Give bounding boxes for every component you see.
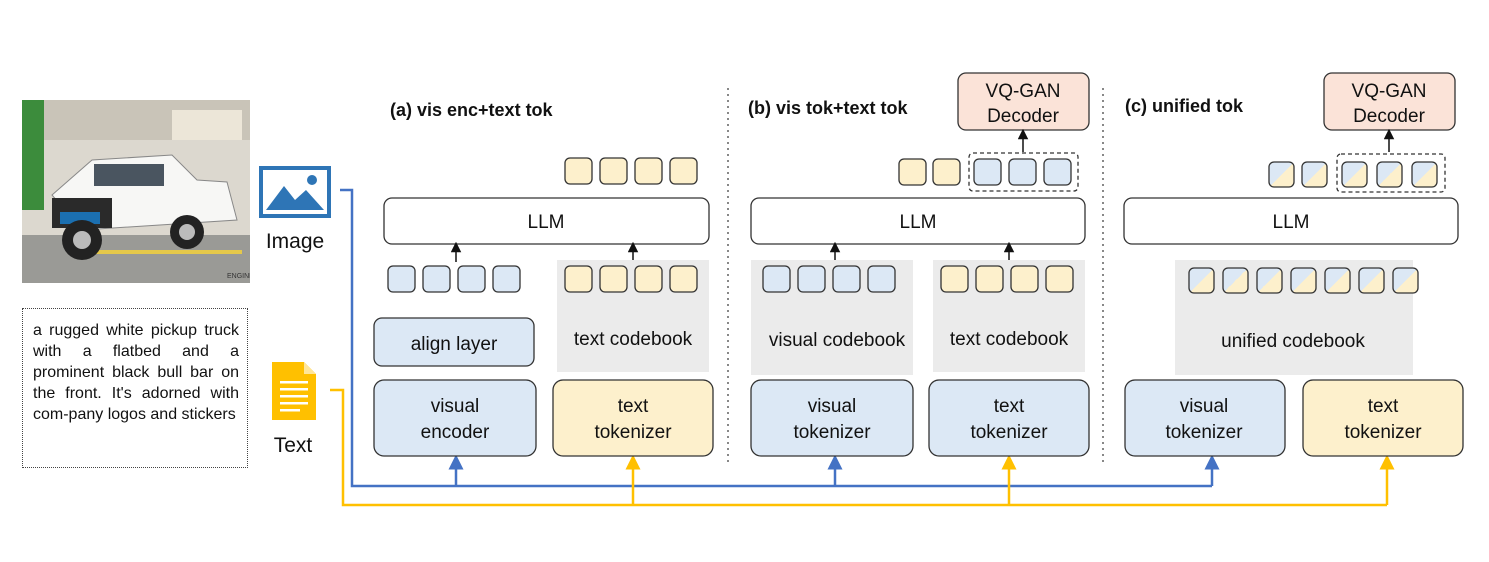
visual-tokenizer-label-b-line1: visual — [808, 396, 857, 417]
unified-token — [1358, 267, 1385, 294]
llm-box-c — [1123, 197, 1459, 245]
visual-token — [1008, 158, 1037, 186]
visual-token — [422, 265, 451, 293]
panel-c-title: (c) unified tok — [1125, 96, 1244, 116]
svg-text:ENGINE: ENGINE — [227, 273, 250, 280]
text-tokenizer-box-c — [1302, 379, 1464, 457]
image-input-line — [340, 188, 1212, 488]
visual-token — [797, 265, 826, 293]
visual-tokenizer-box-b — [750, 379, 914, 457]
unified-token — [1341, 161, 1368, 188]
panel-a: (a) vis enc+text tok LLM text codebook a… — [373, 100, 714, 457]
unified-token — [1256, 267, 1283, 294]
visual-tokens-a — [387, 265, 521, 293]
text-tokenizer-box-a — [552, 379, 714, 457]
llm-box-a — [383, 197, 710, 245]
visual-token — [762, 265, 791, 293]
unified-token — [1324, 267, 1351, 294]
visual-token — [832, 265, 861, 293]
visual-token — [387, 265, 416, 293]
visual-tokenizer-label-b-line2: tokenizer — [793, 422, 871, 443]
vqgan-decoder-label-b-line1: VQ-GAN — [986, 81, 1061, 102]
text-tokenizer-label-b-line2: tokenizer — [970, 422, 1048, 443]
text-token — [932, 158, 961, 186]
text-token — [898, 158, 927, 186]
text-token — [1010, 265, 1039, 293]
text-token — [940, 265, 969, 293]
align-layer-label: align layer — [411, 334, 498, 355]
visual-encoder-label-line2: encoder — [421, 422, 490, 443]
vqgan-decoder-label-b-line2: Decoder — [987, 106, 1059, 127]
text-input-line — [330, 388, 1387, 507]
text-token — [634, 157, 663, 185]
unified-tokens-c — [1188, 267, 1419, 294]
text-token — [599, 265, 628, 293]
text-token — [634, 265, 663, 293]
text-tokenizer-box-b — [928, 379, 1090, 457]
text-token — [669, 265, 698, 293]
text-tokenizer-label-c-line1: text — [1368, 396, 1399, 417]
visual-token — [1043, 158, 1072, 186]
text-token — [564, 157, 593, 185]
text-tokens-b — [940, 265, 1074, 293]
text-token — [1045, 265, 1074, 293]
vqgan-decoder-label-c-line2: Decoder — [1353, 106, 1425, 127]
text-codebook-label-b: text codebook — [950, 329, 1069, 350]
caption-text-box: a rugged white pickup truck with a flatb… — [22, 308, 248, 468]
visual-token — [457, 265, 486, 293]
visual-tokenizer-label-c-line1: visual — [1180, 396, 1229, 417]
text-token — [669, 157, 698, 185]
text-tokenizer-label-a-line1: text — [618, 396, 649, 417]
visual-token — [973, 158, 1002, 186]
vqgan-decoder-label-c-line1: VQ-GAN — [1352, 81, 1427, 102]
image-file-icon — [259, 166, 331, 218]
text-tokenizer-label-a-line2: tokenizer — [594, 422, 672, 443]
text-token — [564, 265, 593, 293]
visual-tokens-b — [762, 265, 896, 293]
text-tokenizer-label-b-line1: text — [994, 396, 1025, 417]
decoded-visual-group-b — [968, 152, 1079, 192]
unified-token — [1376, 161, 1403, 188]
text-token — [599, 157, 628, 185]
image-label: Image — [266, 230, 324, 253]
output-tokens-a — [564, 157, 698, 185]
unified-token — [1188, 267, 1215, 294]
unified-token — [1301, 161, 1328, 188]
unified-token — [1411, 161, 1438, 188]
visual-tokenizer-label-c-line2: tokenizer — [1165, 422, 1243, 443]
text-token — [975, 265, 1004, 293]
panel-b-title: (b) vis tok+text tok — [748, 98, 909, 118]
panel-b: (b) vis tok+text tok VQ-GAN Decoder LLM … — [748, 72, 1090, 457]
text-document-icon — [272, 362, 316, 420]
output-tokens-c — [1268, 153, 1446, 193]
panel-c: (c) unified tok VQ-GAN Decoder LLM unifi… — [1123, 72, 1464, 457]
output-tokens-b — [898, 152, 1079, 192]
truck-photo: ENGINE — [22, 100, 250, 283]
unified-token — [1222, 267, 1249, 294]
text-tokens-a — [564, 265, 698, 293]
text-tokenizer-label-c-line2: tokenizer — [1344, 422, 1422, 443]
llm-box-b — [750, 197, 1086, 245]
visual-token — [867, 265, 896, 293]
visual-encoder-box — [373, 379, 537, 457]
visual-token — [492, 265, 521, 293]
unified-token — [1268, 161, 1295, 188]
text-codebook-label-a: text codebook — [574, 329, 693, 350]
visual-tokenizer-box-c — [1124, 379, 1286, 457]
visual-codebook-label-b: visual codebook — [769, 330, 906, 351]
decoded-visual-group-c — [1336, 153, 1446, 193]
unified-token — [1290, 267, 1317, 294]
llm-label-c: LLM — [1273, 212, 1310, 233]
llm-label-b: LLM — [900, 212, 937, 233]
unified-token — [1392, 267, 1419, 294]
llm-label-a: LLM — [528, 212, 565, 233]
visual-encoder-label-line1: visual — [431, 396, 480, 417]
panel-a-title: (a) vis enc+text tok — [390, 100, 554, 120]
text-label: Text — [274, 434, 313, 457]
align-layer-box — [373, 317, 535, 367]
unified-codebook-label: unified codebook — [1221, 331, 1365, 352]
